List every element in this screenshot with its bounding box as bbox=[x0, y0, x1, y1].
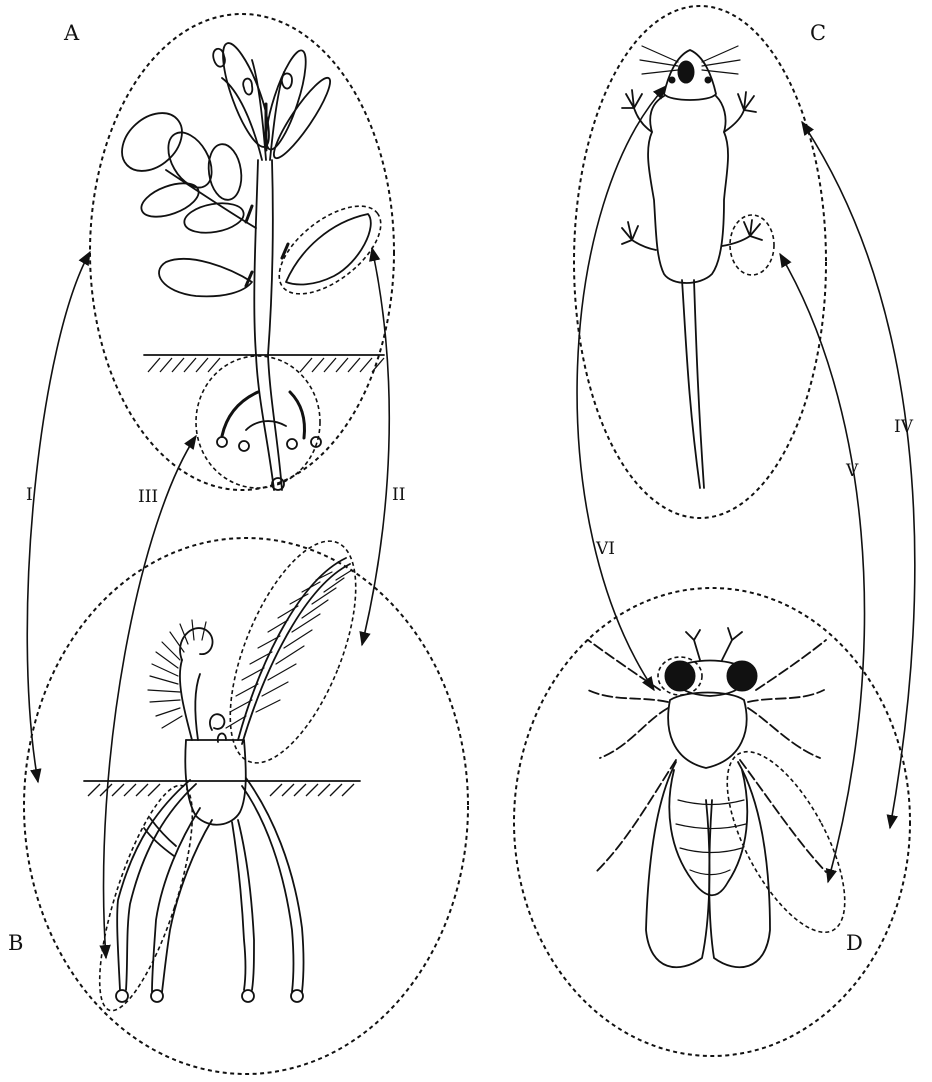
fly-illustration bbox=[588, 628, 826, 967]
panel-a: A bbox=[63, 14, 396, 490]
rodent-illustration bbox=[622, 46, 762, 488]
link-II: II bbox=[362, 248, 405, 645]
svg-text:II: II bbox=[392, 485, 405, 505]
plant-illustration bbox=[111, 39, 384, 490]
right-bristles bbox=[226, 570, 352, 728]
svg-text:V: V bbox=[845, 461, 859, 481]
link-V: V bbox=[780, 254, 864, 882]
panel-d: D bbox=[514, 588, 910, 1056]
svg-text:IV: IV bbox=[894, 417, 914, 437]
svg-text:III: III bbox=[138, 487, 158, 507]
ground-hatch-b bbox=[88, 784, 354, 796]
panel-c: C bbox=[574, 6, 826, 518]
panel-d-boundary bbox=[514, 588, 910, 1056]
link-I: I bbox=[26, 252, 90, 782]
fly-wing-region bbox=[704, 735, 869, 949]
svg-text:VI: VI bbox=[595, 539, 615, 559]
panel-b: B bbox=[8, 525, 468, 1074]
panel-a-boundary bbox=[90, 14, 394, 490]
ground-hatch-a bbox=[148, 358, 384, 372]
panel-a-label: A bbox=[63, 21, 80, 45]
panel-d-label: D bbox=[846, 931, 863, 955]
cutting-appendage-region bbox=[204, 525, 381, 780]
panel-c-label: C bbox=[810, 21, 826, 45]
panel-b-label: B bbox=[8, 931, 23, 955]
panel-c-boundary bbox=[574, 6, 826, 518]
panel-b-boundary bbox=[24, 538, 468, 1074]
cutting-leg-region bbox=[81, 777, 211, 1020]
left-bristles bbox=[148, 620, 206, 728]
svg-text:I: I bbox=[26, 485, 33, 505]
cutting-illustration bbox=[84, 558, 360, 1002]
